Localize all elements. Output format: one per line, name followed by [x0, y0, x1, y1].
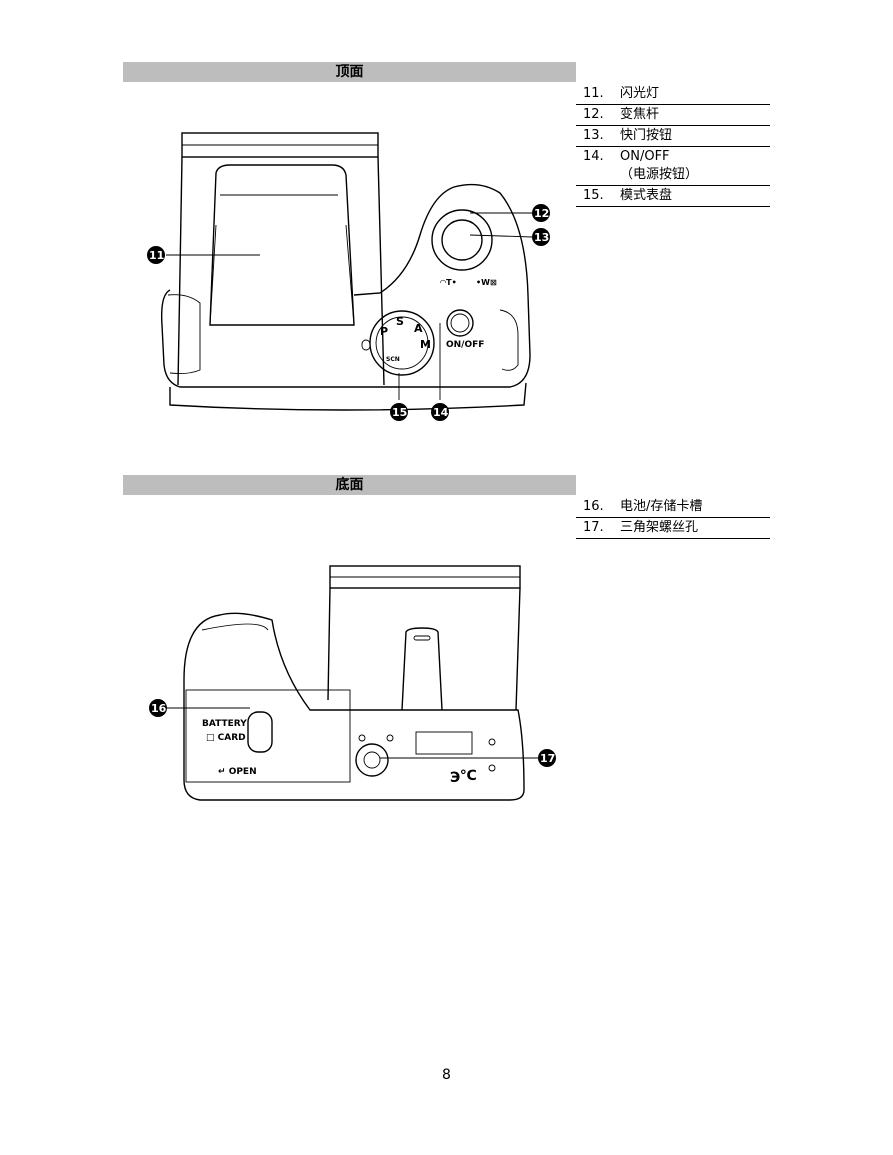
svg-text:17: 17: [540, 752, 555, 765]
svg-text:◠T•: ◠T•: [440, 278, 457, 287]
callout-17: 17: [538, 749, 556, 767]
svg-text:•W⊠: •W⊠: [476, 278, 497, 287]
legend-number: 16.: [583, 499, 604, 514]
legend-item-power-button: 14. ON/OFF （电源按钮）: [576, 147, 770, 186]
card-label: CARD: [218, 733, 246, 743]
dial-p-label: P: [380, 325, 388, 338]
svg-text:□ CARD: □ CARD: [206, 733, 246, 743]
legend-item-flash: 11. 闪光灯: [576, 84, 770, 105]
power-button-shape: [446, 309, 474, 337]
legend-label: 模式表盘: [620, 188, 673, 203]
certification-marks: ℈℃: [450, 768, 477, 784]
zoom-wide-label: W: [481, 278, 490, 287]
callout-13: 13: [532, 228, 550, 246]
dial-a-label: A: [414, 322, 423, 335]
page-number: 8: [442, 1067, 451, 1083]
legend-item-zoom-lever: 12. 变焦杆: [576, 105, 770, 126]
shutter-button-shape: [441, 219, 483, 261]
legend-label: 三角架螺丝孔: [620, 520, 699, 535]
legend-label: ON/OFF: [620, 149, 670, 164]
legend-number: 17.: [583, 520, 604, 535]
camera-top-view-diagram: ◠T• •W⊠ ON/OFF S A M P SCN 11 12 13 14 1…: [147, 132, 550, 421]
legend-item-mode-dial: 15. 模式表盘: [576, 186, 770, 207]
legend-number: 15.: [583, 188, 604, 203]
battery-latch: [247, 711, 273, 753]
svg-text:16: 16: [151, 702, 167, 715]
callout-11: 11: [147, 246, 165, 264]
battery-door: [185, 689, 351, 783]
camera-body-outline: [160, 183, 531, 388]
legend-label: 快门按钮: [620, 128, 673, 143]
onoff-label: ON/OFF: [446, 340, 484, 350]
tripod-socket-shape: [355, 743, 389, 777]
flash-housing: [209, 164, 355, 326]
legend-item-battery-card-slot: 16. 电池/存储卡槽: [576, 497, 770, 518]
top-view-title: 顶面: [335, 64, 364, 80]
shutter-ring: [431, 209, 493, 271]
dial-scn-label: SCN: [386, 356, 400, 363]
bottom-view-title: 底面: [335, 477, 364, 493]
battery-label: BATTERY: [202, 719, 247, 729]
svg-text:14: 14: [433, 406, 449, 419]
bottom-view-legend: 16. 电池/存储卡槽 17. 三角架螺丝孔: [576, 497, 770, 539]
svg-text:↵ OPEN: ↵ OPEN: [218, 767, 257, 777]
legend-label: 电池/存储卡槽: [620, 499, 703, 514]
svg-text:11: 11: [149, 249, 164, 262]
svg-text:13: 13: [534, 231, 549, 244]
legend-number: 12.: [583, 107, 604, 122]
open-label: OPEN: [229, 767, 257, 777]
legend-item-tripod-socket: 17. 三角架螺丝孔: [576, 518, 770, 539]
label-plate: [415, 731, 473, 755]
legend-sublabel: （电源按钮）: [620, 167, 699, 182]
camera-bottom-body-outline: [183, 612, 525, 801]
callout-12: 12: [532, 204, 550, 222]
zoom-tele-label: T: [446, 278, 452, 287]
dial-m-label: M: [420, 338, 431, 351]
svg-text:12: 12: [534, 207, 549, 220]
callout-16: 16: [149, 699, 167, 717]
legend-label: 变焦杆: [620, 107, 660, 122]
top-view-header: 顶面: [123, 62, 576, 82]
legend-item-shutter-button: 13. 快门按钮: [576, 126, 770, 147]
center-tab: [401, 627, 443, 711]
legend-number: 14.: [583, 149, 604, 164]
callout-15: 15: [390, 403, 408, 421]
camera-bottom-view-diagram: BATTERY □ CARD ↵ OPEN ℈℃ 16 17: [149, 565, 556, 801]
legend-number: 11.: [583, 86, 604, 101]
svg-text:15: 15: [392, 406, 407, 419]
callout-14: 14: [431, 403, 449, 421]
legend-label: 闪光灯: [620, 86, 660, 101]
legend-number: 13.: [583, 128, 604, 143]
dial-s-label: S: [396, 315, 404, 328]
bottom-view-header: 底面: [123, 475, 576, 495]
top-view-legend: 11. 闪光灯 12. 变焦杆 13. 快门按钮 14. ON/OFF （电源按钮） 1…: [576, 84, 770, 207]
